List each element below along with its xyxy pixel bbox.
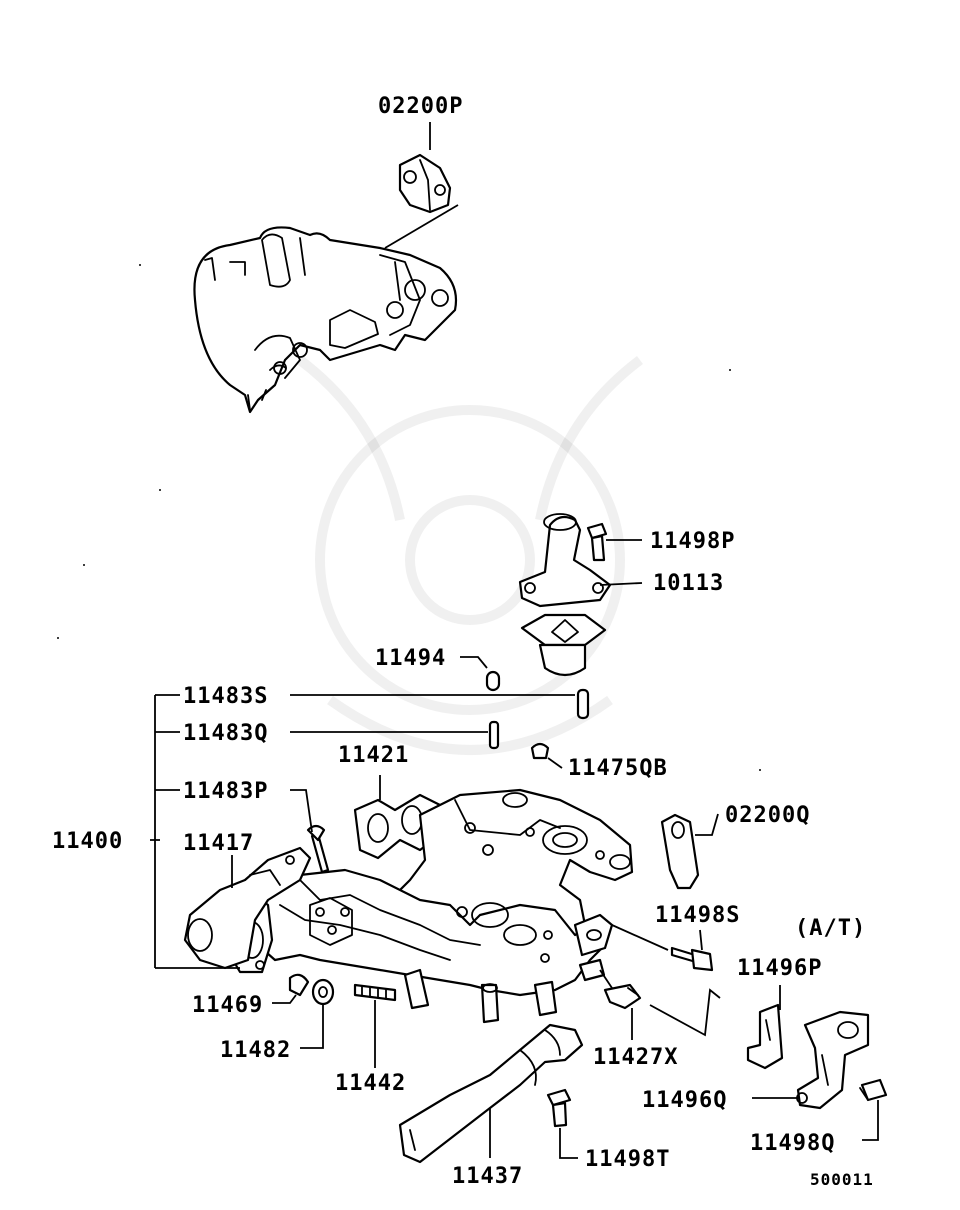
stud-11442 [353,983,397,1002]
label-11498P: 11498P [650,529,735,554]
bolt-11498T [546,1088,572,1128]
water-outlet-10113 [518,513,612,608]
lead-11498T [559,1128,578,1159]
label-11483Q: 11483Q [183,721,268,746]
label-11496Q: 11496Q [642,1088,727,1113]
lead-11483P [290,789,313,833]
pin-11483S [576,688,590,720]
specks [57,264,761,771]
label-11482: 11482 [220,1038,291,1063]
pipe-11483P [306,824,330,874]
lead-11498S [699,929,703,951]
lead-11498Q [862,1100,879,1141]
lead-02200Q [695,813,719,836]
heat-shield-11437 [398,1023,584,1164]
diagram-code: 500011 [810,1170,874,1189]
label-11498T: 11498T [585,1147,670,1172]
label-11417: 11417 [183,831,254,856]
label-11469: 11469 [192,993,263,1018]
pin-11483Q [488,720,500,750]
label-11421: 11421 [338,743,409,768]
lead-11482 [300,1005,324,1049]
lead-10113 [599,582,643,586]
label-10113: 10113 [653,571,724,596]
bracket-02200Q [660,813,700,890]
clip-11469 [288,973,310,997]
label-11427X: 11427X [593,1045,678,1070]
label-11496P: 11496P [737,956,822,981]
fitting-11427X [603,983,642,1010]
label-11400: 11400 [52,829,123,854]
lead-11427X-to-body [599,969,613,989]
group-bracket-11400 [150,694,240,969]
label-11437: 11437 [452,1164,523,1189]
bolt-11498Q [859,1078,888,1102]
nut-11482 [311,978,335,1006]
plug-11475QB [530,742,550,760]
label-11494: 11494 [375,646,446,671]
label-02200P: 02200P [378,94,463,119]
lead-11494 [460,656,488,669]
label-11442: 11442 [335,1071,406,1096]
lead-02200P-to-cover [384,204,459,249]
label-11475QB: 11475QB [568,756,668,781]
lead-11498S-to-body [611,924,669,951]
bolt-11498P [586,522,608,562]
label-at: (A/T) [795,916,866,941]
bracket-11496Q [796,1010,870,1110]
bracket-11496P [746,1003,784,1070]
lead-11469 [272,994,297,1004]
lead-to-at-bracket [649,988,721,1037]
watermark-emblem [296,356,644,755]
thermostat [520,613,607,677]
label-11498S: 11498S [655,903,740,928]
lead-11475QB [547,757,563,769]
label-11498Q: 11498Q [750,1131,835,1156]
oring-11494 [485,670,501,692]
label-02200Q: 02200Q [725,803,810,828]
label-11483P: 11483P [183,779,268,804]
bracket-02200P [398,153,452,214]
upper-cover-assembly [193,226,458,414]
gasket-11417 [183,846,312,970]
bolt-11498S [670,946,714,972]
label-11483S: 11483S [183,684,268,709]
